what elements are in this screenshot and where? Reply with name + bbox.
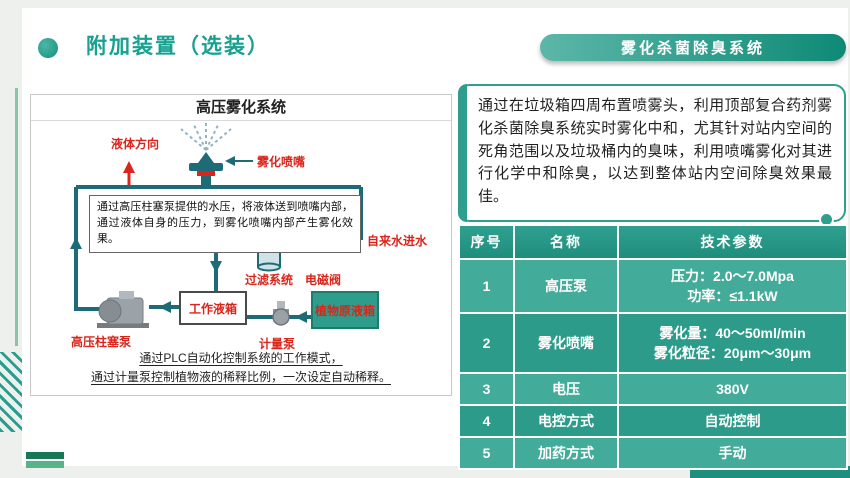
cell-name: 高压泵 (513, 258, 619, 314)
label-tap-water: 自来水进水 (367, 234, 428, 248)
plant-tank: 植物原液箱 (311, 291, 379, 329)
cell-name: 雾化喷嘴 (513, 312, 619, 374)
label-plunger-pump: 高压柱塞泵 (71, 335, 132, 349)
deco-left-stripe-icon (15, 88, 18, 346)
accent-bar-icon (458, 84, 467, 222)
col-header-params: 技术参数 (617, 224, 848, 260)
label-metering-pump: 计量泵 (259, 337, 296, 351)
cell-params: 手动 (617, 436, 848, 470)
liquid-direction-arrow-icon (123, 161, 135, 185)
cell-name: 电压 (513, 372, 619, 406)
cell-name: 加药方式 (513, 436, 619, 470)
spray-nozzle-icon (180, 120, 232, 187)
label-solenoid-valve: 电磁阀 (305, 273, 342, 287)
table-row: 4 电控方式 自动控制 (458, 404, 848, 438)
label-nozzle: 雾化喷嘴 (257, 155, 306, 169)
cell-no: 1 (458, 258, 515, 314)
col-header-name: 名称 (513, 224, 619, 260)
deco-bottom-bar-icon (26, 461, 64, 468)
title-bullet-icon (38, 38, 58, 58)
plc-note: 通过PLC自动化控制系统的工作模式， 通过计量泵控制植物液的稀释比例，一次设定自… (90, 351, 391, 385)
page-title: 附加装置（选装） (86, 35, 270, 58)
cell-params: 自动控制 (617, 404, 848, 438)
cell-no: 4 (458, 404, 515, 438)
principle-note: 通过高压柱塞泵提供的水压，将液体送到喷嘴内部，通过液体自身的压力，到雾化喷嘴内部… (89, 195, 361, 253)
slide: 附加装置（选装） 雾化杀菌除臭系统 高压雾化系统 (22, 8, 848, 470)
plunger-pump-icon (97, 291, 149, 328)
cell-params: 380V (617, 372, 848, 406)
work-tank: 工作液箱 (179, 291, 247, 325)
deco-bottom-bar-icon (26, 452, 64, 459)
table-row: 1 高压泵 压力：2.0～7.0Mpa 功率：≤1.1kW (458, 258, 848, 314)
description-panel: 通过在垃圾箱四周布置喷雾头，利用顶部复合药剂雾化杀菌除臭系统实时雾化中和，尤其针… (458, 84, 846, 227)
table-header-row: 序号 名称 技术参数 (458, 224, 848, 260)
diagram-panel: 高压雾化系统 (30, 94, 452, 396)
description-text: 通过在垃圾箱四周布置喷雾头，利用顶部复合药剂雾化杀菌除臭系统实时雾化中和，尤其针… (478, 97, 832, 206)
cell-name: 电控方式 (513, 404, 619, 438)
cell-params: 雾化量：40～50ml/min 雾化粒径：20μm～30μm (617, 312, 848, 374)
col-header-no: 序号 (458, 224, 515, 260)
label-liquid-direction: 液体方向 (111, 137, 160, 151)
spec-table: 序号 名称 技术参数 1 高压泵 压力：2.0～7.0Mpa 功率：≤1.1kW… (458, 224, 848, 470)
label-filter: 过滤系统 (245, 273, 294, 287)
diagram-title: 高压雾化系统 (31, 95, 451, 121)
cell-params: 压力：2.0～7.0Mpa 功率：≤1.1kW (617, 258, 848, 314)
table-row: 3 电压 380V (458, 372, 848, 406)
cell-no: 3 (458, 372, 515, 406)
table-row: 2 雾化喷嘴 雾化量：40～50ml/min 雾化粒径：20μm～30μm (458, 312, 848, 374)
cell-no: 2 (458, 312, 515, 374)
section-banner-label: 雾化杀菌除臭系统 (620, 40, 765, 57)
cell-no: 5 (458, 436, 515, 470)
metering-pump-icon (272, 301, 290, 326)
table-row: 5 加药方式 手动 (458, 436, 848, 470)
section-banner: 雾化杀菌除臭系统 (540, 34, 846, 61)
